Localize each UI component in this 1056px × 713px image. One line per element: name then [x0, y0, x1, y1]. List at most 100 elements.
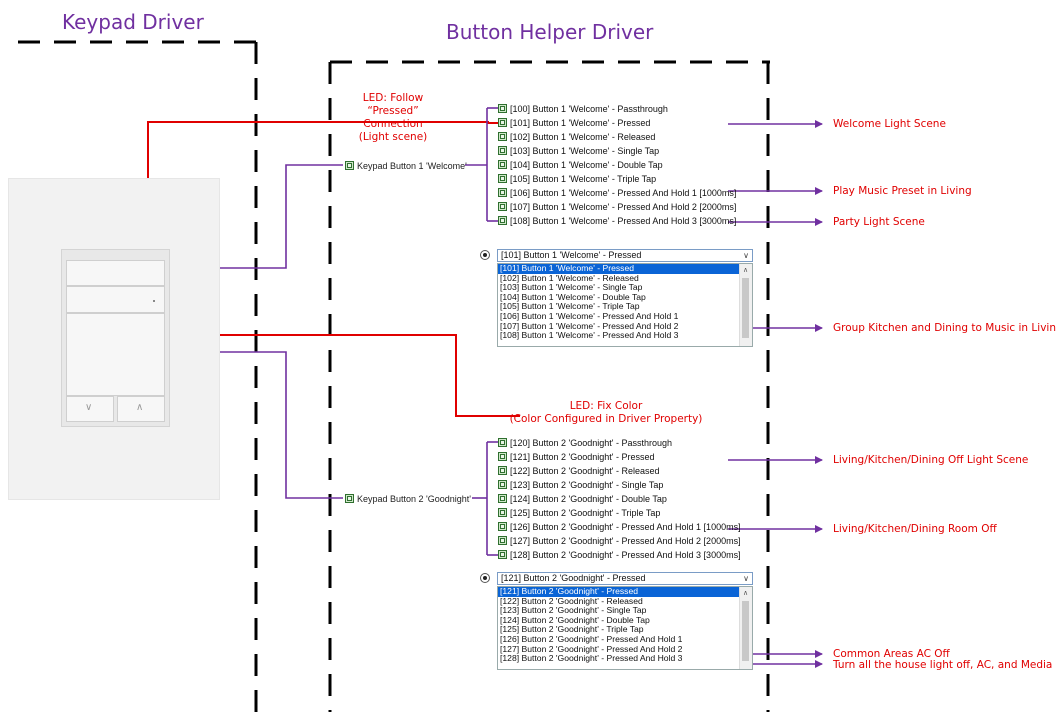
- event-row[interactable]: [128] Button 2 'Goodnight' - Pressed And…: [498, 548, 741, 561]
- action-turn-all-off: Turn all the house light off, AC, and Me…: [833, 659, 1052, 671]
- node-check-icon: [498, 104, 507, 113]
- keypad-button-1-node[interactable]: Keypad Button 1 'Welcome': [345, 159, 467, 172]
- event-label: [126] Button 2 'Goodnight' - Pressed And…: [510, 522, 741, 532]
- keypad-raise-button[interactable]: ∧: [117, 396, 165, 422]
- node-check-icon: [498, 132, 507, 141]
- event-label: [124] Button 2 'Goodnight' - Double Tap: [510, 494, 667, 504]
- action-group-kitchen-dining: Group Kitchen and Dining to Music in Liv…: [833, 322, 1056, 334]
- event-row[interactable]: [121] Button 2 'Goodnight' - Pressed: [498, 450, 655, 463]
- node-check-icon: [498, 522, 507, 531]
- keypad-driver-title: Keypad Driver: [62, 10, 204, 34]
- event-label: [106] Button 1 'Welcome' - Pressed And H…: [510, 188, 736, 198]
- keypad-button-blank[interactable]: [66, 286, 165, 313]
- node-check-icon: [498, 160, 507, 169]
- event-row[interactable]: [122] Button 2 'Goodnight' - Released: [498, 464, 660, 477]
- event-row[interactable]: [124] Button 2 'Goodnight' - Double Tap: [498, 492, 667, 505]
- radio-selected-icon[interactable]: [480, 250, 490, 260]
- event-row[interactable]: [101] Button 1 'Welcome' - Pressed: [498, 116, 650, 129]
- event-label: [125] Button 2 'Goodnight' - Triple Tap: [510, 508, 660, 518]
- keypad-button-1-label: Keypad Button 1 'Welcome': [357, 161, 467, 171]
- event-row[interactable]: [123] Button 2 'Goodnight' - Single Tap: [498, 478, 663, 491]
- event-row[interactable]: [127] Button 2 'Goodnight' - Pressed And…: [498, 534, 741, 547]
- node-check-icon: [498, 118, 507, 127]
- option-item[interactable]: [128] Button 2 'Goodnight' - Pressed And…: [498, 654, 752, 664]
- event-row[interactable]: [100] Button 1 'Welcome' - Passthrough: [498, 102, 668, 115]
- node-check-icon: [498, 508, 507, 517]
- event-row[interactable]: [126] Button 2 'Goodnight' - Pressed And…: [498, 520, 741, 533]
- dropdown-chevron-icon: ∨: [743, 573, 749, 584]
- node-check-icon: [498, 188, 507, 197]
- node-check-icon: [345, 161, 354, 170]
- event-label: [122] Button 2 'Goodnight' - Released: [510, 466, 660, 476]
- action-welcome-light-scene: Welcome Light Scene: [833, 118, 946, 130]
- event-label: [104] Button 1 'Welcome' - Double Tap: [510, 160, 663, 170]
- node-check-icon: [498, 174, 507, 183]
- scrollbar[interactable]: ∧: [739, 264, 752, 346]
- event-label: [127] Button 2 'Goodnight' - Pressed And…: [510, 536, 741, 546]
- button2-event-bracket: [472, 442, 498, 555]
- keypad-button-2-node[interactable]: Keypad Button 2 'Goodnight': [345, 492, 471, 505]
- dropdown-chevron-icon: ∨: [743, 250, 749, 261]
- event-label: [120] Button 2 'Goodnight' - Passthrough: [510, 438, 672, 448]
- scroll-thumb[interactable]: [742, 601, 749, 661]
- button2-event-options: [121] Button 2 'Goodnight' - Pressed [12…: [497, 586, 753, 670]
- node-check-icon: [498, 438, 507, 447]
- scroll-up-icon[interactable]: ∧: [743, 589, 748, 597]
- node-check-icon: [498, 216, 507, 225]
- keypad-device: ∨ ∧: [8, 178, 220, 500]
- node-check-icon: [498, 536, 507, 545]
- dropdown-value: [121] Button 2 'Goodnight' - Pressed: [501, 573, 646, 583]
- node-check-icon: [498, 452, 507, 461]
- event-label: [100] Button 1 'Welcome' - Passthrough: [510, 104, 668, 114]
- node-check-icon: [498, 494, 507, 503]
- event-label: [123] Button 2 'Goodnight' - Single Tap: [510, 480, 663, 490]
- event-label: [107] Button 1 'Welcome' - Pressed And H…: [510, 202, 736, 212]
- button-helper-driver-title: Button Helper Driver: [446, 20, 653, 44]
- event-row[interactable]: [108] Button 1 'Welcome' - Pressed And H…: [498, 214, 736, 227]
- keypad-button-1[interactable]: [66, 260, 165, 286]
- led-dot: [153, 300, 155, 302]
- event-label: [102] Button 1 'Welcome' - Released: [510, 132, 655, 142]
- event-label: [103] Button 1 'Welcome' - Single Tap: [510, 146, 659, 156]
- node-check-icon: [498, 466, 507, 475]
- scroll-thumb[interactable]: [742, 278, 749, 338]
- button1-event-dropdown[interactable]: [101] Button 1 'Welcome' - Pressed ∨: [497, 249, 753, 262]
- keypad-button-2[interactable]: [66, 313, 165, 396]
- action-play-music-preset: Play Music Preset in Living: [833, 185, 972, 197]
- event-row[interactable]: [106] Button 1 'Welcome' - Pressed And H…: [498, 186, 736, 199]
- dropdown-value: [101] Button 1 'Welcome' - Pressed: [501, 250, 641, 260]
- action-living-off-light-scene: Living/Kitchen/Dining Off Light Scene: [833, 454, 1028, 466]
- scroll-up-icon[interactable]: ∧: [743, 266, 748, 274]
- action-living-room-off: Living/Kitchen/Dining Room Off: [833, 523, 997, 535]
- event-label: [108] Button 1 'Welcome' - Pressed And H…: [510, 216, 736, 226]
- button1-event-options: [101] Button 1 'Welcome' - Pressed [102]…: [497, 263, 753, 347]
- event-row[interactable]: [103] Button 1 'Welcome' - Single Tap: [498, 144, 659, 157]
- node-check-icon: [498, 202, 507, 211]
- radio-selected-icon[interactable]: [480, 573, 490, 583]
- node-check-icon: [498, 146, 507, 155]
- action-party-light-scene: Party Light Scene: [833, 216, 925, 228]
- node-check-icon: [498, 550, 507, 559]
- event-row[interactable]: [125] Button 2 'Goodnight' - Triple Tap: [498, 506, 660, 519]
- event-row[interactable]: [107] Button 1 'Welcome' - Pressed And H…: [498, 200, 736, 213]
- down-arrow-icon: ∨: [85, 402, 92, 413]
- node-check-icon: [345, 494, 354, 503]
- button2-event-dropdown[interactable]: [121] Button 2 'Goodnight' - Pressed ∨: [497, 572, 753, 585]
- up-arrow-icon: ∧: [136, 402, 143, 413]
- event-label: [128] Button 2 'Goodnight' - Pressed And…: [510, 550, 741, 560]
- event-row[interactable]: [105] Button 1 'Welcome' - Triple Tap: [498, 172, 656, 185]
- event-label: [101] Button 1 'Welcome' - Pressed: [510, 118, 650, 128]
- keypad-button-2-label: Keypad Button 2 'Goodnight': [357, 494, 471, 504]
- event-row[interactable]: [104] Button 1 'Welcome' - Double Tap: [498, 158, 663, 171]
- event-label: [105] Button 1 'Welcome' - Triple Tap: [510, 174, 656, 184]
- keypad-lower-button[interactable]: ∨: [66, 396, 114, 422]
- led-fix-note: LED: Fix Color (Color Configured in Driv…: [486, 400, 726, 426]
- event-label: [121] Button 2 'Goodnight' - Pressed: [510, 452, 655, 462]
- led-follow-note: LED: Follow “Pressed” Connection (Light …: [348, 92, 438, 144]
- scrollbar[interactable]: ∧: [739, 587, 752, 669]
- node-check-icon: [498, 480, 507, 489]
- event-row[interactable]: [102] Button 1 'Welcome' - Released: [498, 130, 655, 143]
- event-row[interactable]: [120] Button 2 'Goodnight' - Passthrough: [498, 436, 672, 449]
- option-item[interactable]: [108] Button 1 'Welcome' - Pressed And H…: [498, 331, 752, 341]
